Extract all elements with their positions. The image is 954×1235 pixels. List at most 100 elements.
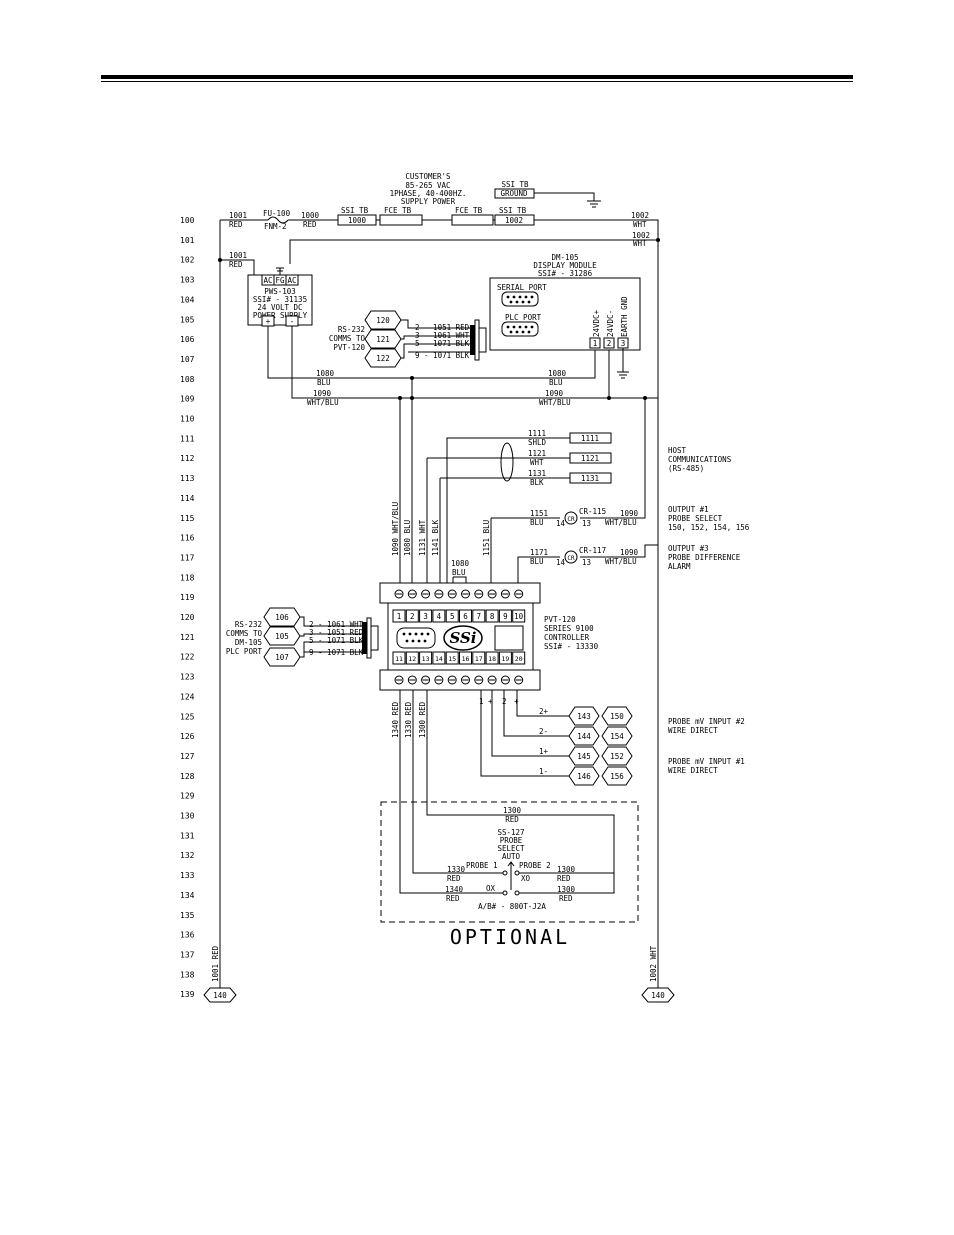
switch-wire-1300c-red: RED xyxy=(559,894,573,903)
rs232-left-wire-2: 3 - 1051 RED xyxy=(309,628,364,637)
line-number: 137 xyxy=(180,950,195,959)
dm-name: DM-105 xyxy=(551,253,578,262)
output3-label: OUTPUT #3 xyxy=(668,544,709,553)
pws-ssi: SSI# - 31135 xyxy=(253,295,307,304)
relay-cr117-pin13: 13 xyxy=(582,558,591,567)
wire-color-red-2: RED xyxy=(303,220,317,229)
wire-color-wht: WHT xyxy=(633,220,647,229)
wire-1080-blu xyxy=(267,326,596,379)
display-module xyxy=(489,277,641,351)
line-number: 125 xyxy=(180,712,195,721)
controller-bottom-screws xyxy=(394,675,524,685)
probe-term-1: 1 xyxy=(479,697,484,706)
hex-121: 121 xyxy=(376,335,390,344)
controller-terminal-bottom xyxy=(392,651,406,665)
controller-terminal-top-label: 2 xyxy=(410,612,415,621)
host-tb-1131 xyxy=(569,472,612,484)
rs232-left-connector-body xyxy=(371,625,379,651)
pin xyxy=(506,325,510,329)
switch-part-number: A/B# - 800T-J2A xyxy=(478,902,546,911)
controller-terminal-bottom-label: 17 xyxy=(475,655,483,663)
wire-label-shld: SHLD xyxy=(528,438,547,447)
line-number: 129 xyxy=(180,792,195,801)
junction-dot-4 xyxy=(398,396,402,400)
hex-terminal xyxy=(601,766,633,786)
switch-label-probe: PROBE xyxy=(500,836,523,845)
line-number: 102 xyxy=(180,256,195,265)
ssi-tb-1002 xyxy=(494,214,535,226)
wire-label-1000: 1000 xyxy=(301,211,320,220)
rs232-left-label-4: PLC PORT xyxy=(226,647,263,656)
switch-wire-1330-red: RED xyxy=(447,874,461,883)
wire-color-blu-2: BLU xyxy=(549,378,563,387)
junction-dot-6 xyxy=(410,376,414,380)
wire-label-1111: 1111 xyxy=(528,429,546,438)
connector-140-left xyxy=(203,987,237,1003)
switch-contact-4 xyxy=(514,890,520,896)
ssi-tb-1000 xyxy=(337,214,377,226)
controller-terminal-bottom xyxy=(498,651,512,665)
controller-terminal-top xyxy=(392,609,406,623)
controller-field-wires xyxy=(399,378,492,585)
switch-wire-1300: 1300 xyxy=(503,806,522,815)
line-number: 112 xyxy=(180,454,195,463)
junction-dot-2 xyxy=(218,258,222,262)
pws-fg: FG xyxy=(275,276,285,285)
neutral-wire-101 xyxy=(289,239,658,264)
junction-dot-3 xyxy=(607,396,611,400)
rs232-top-hex-group xyxy=(364,310,402,368)
pin xyxy=(524,325,528,329)
rs232-top-wire-4: 9 - 1071 BLK xyxy=(415,351,470,360)
wire-label-1001: 1001 xyxy=(229,211,247,220)
switch-actuator xyxy=(507,861,515,890)
wire-color-red-3: RED xyxy=(229,260,243,269)
probe-hex-group xyxy=(568,706,633,786)
line-number: 128 xyxy=(180,772,195,781)
pin xyxy=(527,330,531,334)
rs232-top-connector-body xyxy=(479,327,487,353)
dm-terminal-3-label: 3 xyxy=(621,339,626,348)
host-tb-1121-label: 1121 xyxy=(581,454,599,463)
fce-tb-right xyxy=(451,214,494,226)
connector-140-right xyxy=(641,987,675,1003)
dm-serial-port-label: SERIAL PORT xyxy=(497,283,547,292)
controller-terminal-bottom xyxy=(405,651,419,665)
pws-ac2: AC xyxy=(287,276,296,285)
pws-voltage: 24 VOLT DC xyxy=(257,303,302,312)
hex-156: 156 xyxy=(610,772,624,781)
controller-terminal-top xyxy=(445,609,459,623)
line-number: 103 xyxy=(180,276,195,285)
hex-terminal xyxy=(263,626,301,646)
pin xyxy=(521,300,525,304)
pws-desc: POWER SUPPLY xyxy=(253,311,308,320)
fce-tb-label: FCE TB xyxy=(384,206,412,215)
pin xyxy=(405,639,409,643)
wire-label-whtblu-r1: WHT/BLU xyxy=(605,518,637,527)
host-comm-label-2: COMMUNICATIONS xyxy=(668,455,732,464)
line-number: 119 xyxy=(180,593,195,602)
wire-label-1171: 1171 xyxy=(530,548,548,557)
line-number: 127 xyxy=(180,752,195,761)
controller-top-screws xyxy=(394,589,524,599)
probe-term-plus-2: + xyxy=(514,697,519,706)
ssi-tb-label: SSI TB xyxy=(341,206,369,215)
pin xyxy=(512,295,516,299)
probe-input-wires xyxy=(480,690,570,777)
controller-terminal-top-label: 10 xyxy=(514,612,524,621)
controller-terminal-bottom xyxy=(445,651,459,665)
vwire-1090: 1090 WHT/BLU xyxy=(391,502,400,556)
line-number: 121 xyxy=(180,633,195,642)
line-number: 105 xyxy=(180,315,195,324)
line-number: 123 xyxy=(180,673,195,682)
controller-terminal-top-label: 1 xyxy=(397,612,402,621)
controller-ssi: SSI# - 13330 xyxy=(544,642,599,651)
junction-dot-5 xyxy=(410,396,414,400)
line-number: 118 xyxy=(180,573,195,582)
hex-107: 107 xyxy=(275,653,289,662)
vwire-1131: 1131 WHT xyxy=(418,519,427,556)
probe-input1-desc: WIRE DIRECT xyxy=(668,766,718,775)
wire-label-blu-ctl: BLU xyxy=(452,568,466,577)
vwire-1001: 1001 RED xyxy=(211,945,220,982)
pws-ac1: AC xyxy=(263,276,272,285)
line-number: 124 xyxy=(180,692,195,701)
